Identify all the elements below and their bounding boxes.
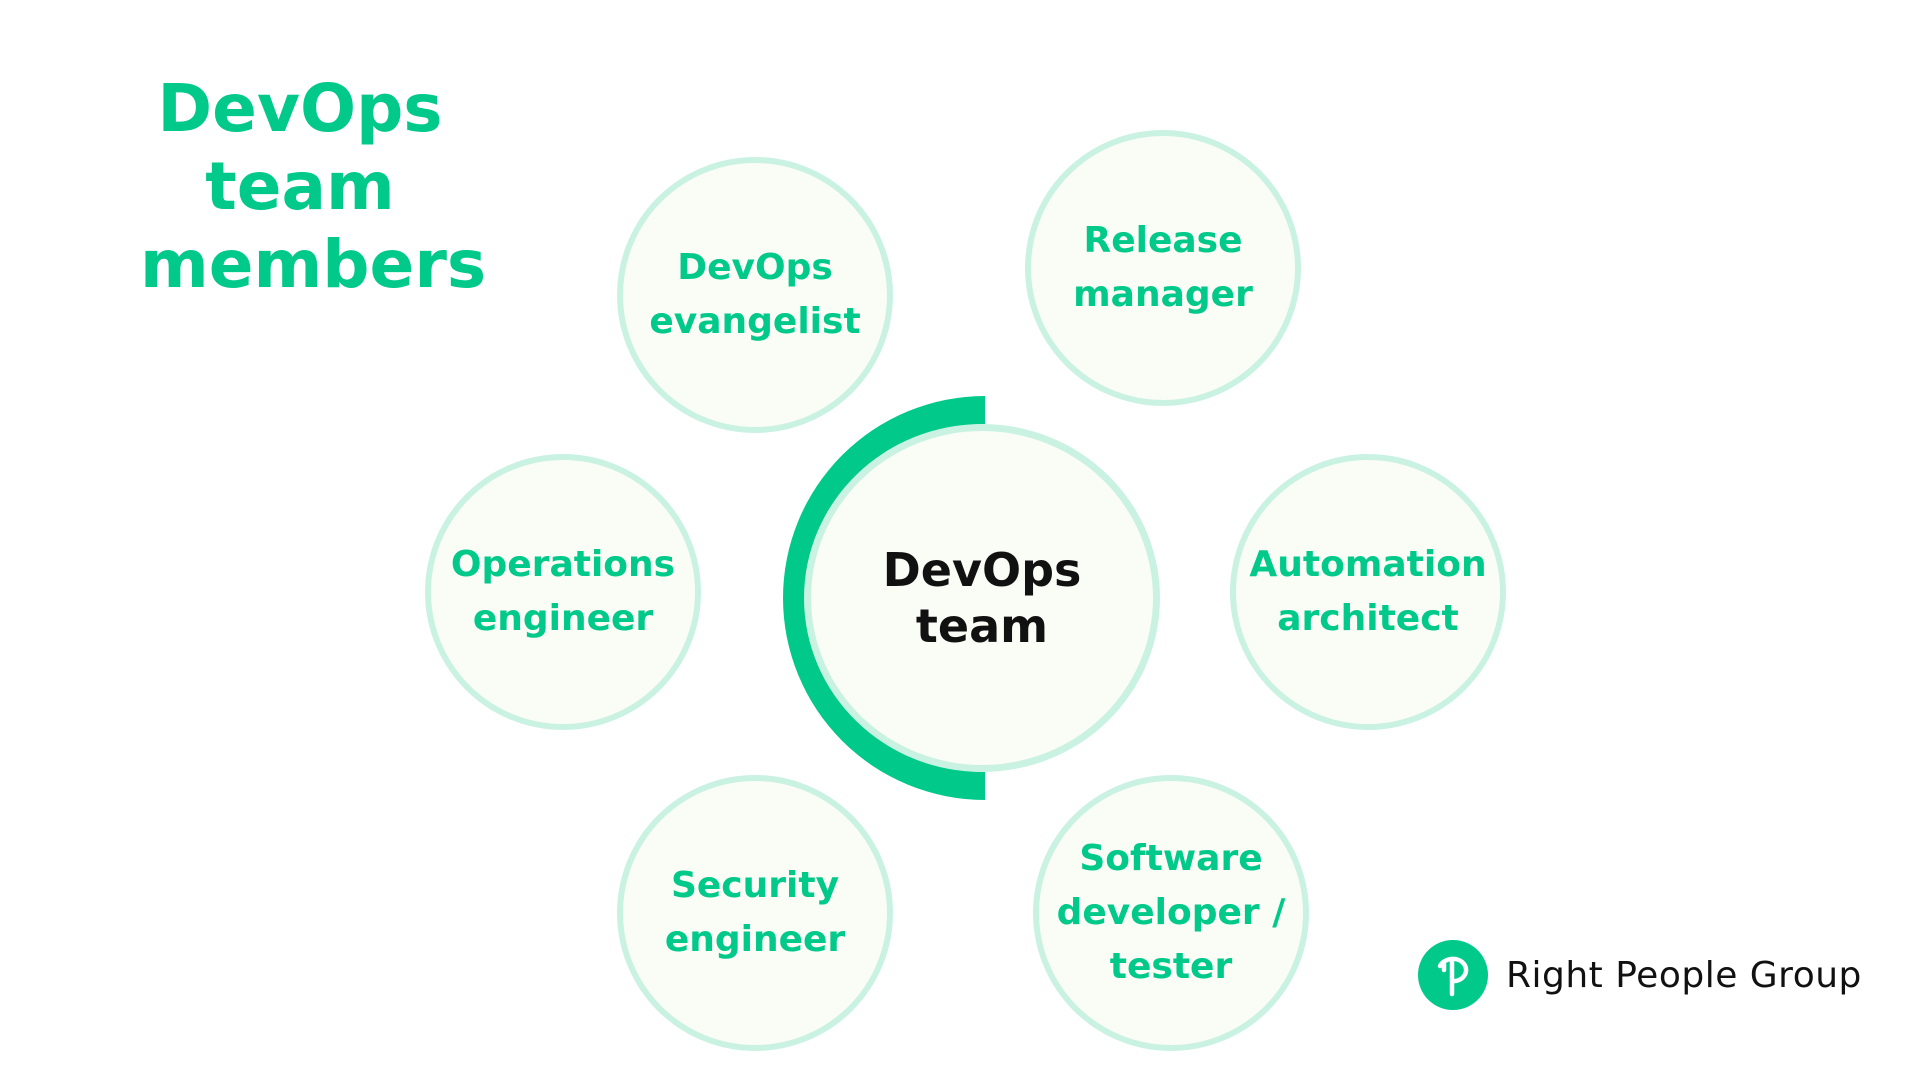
node-label-line: tester: [1109, 946, 1233, 987]
page-title: DevOps team members: [140, 70, 487, 304]
node-label-line: developer /: [1056, 892, 1286, 933]
node-automation-architect: Automation architect: [1230, 454, 1506, 730]
brand-logo: Right People Group: [1418, 940, 1862, 1010]
node-label-line: engineer: [664, 919, 846, 960]
node-label-line: engineer: [472, 598, 654, 639]
center-node-devops-team: DevOps team: [804, 424, 1160, 772]
center-label-line: team: [915, 599, 1049, 653]
title-line-1: DevOps: [157, 70, 443, 147]
title-line-3: members: [140, 226, 487, 303]
node-label-line: Automation: [1249, 544, 1487, 585]
node-label-line: evangelist: [649, 301, 861, 342]
node-label-line: manager: [1073, 274, 1253, 315]
title-line-2: team: [205, 148, 395, 225]
node-security-engineer: Security engineer: [617, 775, 893, 1051]
node-devops-evangelist: DevOps evangelist: [617, 157, 893, 433]
node-software-developer-tester: Software developer / tester: [1033, 775, 1309, 1051]
logo-mark-icon: [1418, 940, 1488, 1010]
node-release-manager: Release manager: [1025, 130, 1301, 406]
node-label-line: Software: [1079, 838, 1263, 879]
node-label-line: architect: [1277, 598, 1459, 639]
center-label-line: DevOps: [882, 543, 1082, 597]
node-label-line: Operations: [450, 544, 676, 585]
node-label-line: Security: [670, 865, 840, 906]
node-operations-engineer: Operations engineer: [425, 454, 701, 730]
node-label-line: DevOps: [677, 247, 833, 288]
node-label-line: Release: [1083, 220, 1243, 261]
logo-text: Right People Group: [1506, 954, 1862, 996]
